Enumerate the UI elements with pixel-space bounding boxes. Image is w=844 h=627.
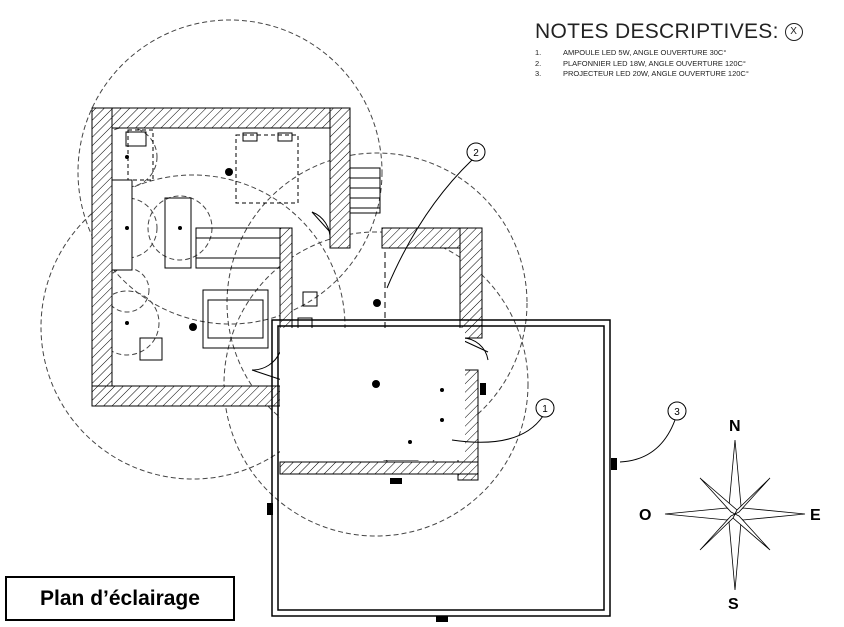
notes-badge: X	[784, 23, 803, 41]
wall	[91, 107, 113, 407]
wall	[459, 227, 483, 339]
callout-2	[466, 142, 486, 162]
light-point	[372, 380, 380, 388]
coverage-circle	[96, 126, 158, 188]
interior-lines	[111, 128, 461, 461]
note-item: 1.AMPOULE LED 5W, ANGLE OUVERTURE 30C°	[535, 48, 727, 57]
wardrobe	[127, 129, 154, 181]
projector	[611, 458, 617, 470]
compass-east: E	[810, 507, 821, 524]
door	[311, 211, 331, 241]
coverage-circle	[223, 231, 529, 537]
light-point	[125, 321, 129, 325]
light-point	[125, 226, 129, 230]
note-item: 3.PROJECTEUR LED 20W, ANGLE OUVERTURE 12…	[535, 69, 749, 78]
light-point	[373, 299, 381, 307]
door	[251, 369, 283, 381]
callout-markers	[466, 142, 687, 421]
light-point	[440, 388, 444, 392]
compass-south: S	[728, 596, 739, 613]
sofa-inner	[207, 299, 264, 339]
corridor	[195, 227, 281, 269]
callout-2-label: 2	[473, 148, 479, 159]
switch-box	[302, 291, 318, 307]
light-point	[225, 168, 233, 176]
notes-list: 1.AMPOULE LED 5W, ANGLE OUVERTURE 30C° 2…	[535, 48, 803, 80]
wall	[91, 107, 351, 129]
coverage-circle	[40, 174, 346, 480]
callout-leaders	[386, 159, 676, 463]
compass-rose	[664, 439, 806, 591]
plan-title: Plan d’éclairage	[5, 576, 235, 621]
wall	[91, 385, 281, 407]
wall	[279, 461, 479, 475]
light-point	[178, 226, 182, 230]
callout-3	[667, 401, 687, 421]
callout-1	[535, 398, 555, 418]
notes-title-text: NOTES DESCRIPTIVES:	[535, 20, 779, 43]
kitchen-counter	[384, 247, 461, 339]
wall	[111, 179, 133, 271]
light-point	[125, 155, 129, 159]
door-frame	[139, 337, 163, 361]
projector	[480, 383, 486, 395]
compass-west: O	[639, 507, 652, 524]
pillow	[277, 132, 293, 142]
descriptive-notes: NOTES DESCRIPTIVES: X 1.AMPOULE LED 5W, …	[535, 20, 803, 80]
light-point	[408, 440, 412, 444]
light-fixtures	[125, 155, 617, 622]
projector	[390, 478, 402, 484]
sofa	[202, 289, 269, 349]
callout-1-label: 1	[542, 404, 548, 415]
coverage-circle	[77, 19, 383, 325]
note-item: 2.PLAFONNIER LED 18W, ANGLE OUVERTURE 12…	[535, 58, 746, 68]
projector	[436, 616, 448, 622]
notes-title: NOTES DESCRIPTIVES: X	[535, 20, 803, 44]
door	[461, 337, 489, 361]
callout-3-label: 3	[674, 407, 680, 418]
bathroom-fixture	[164, 197, 192, 269]
window	[125, 131, 147, 147]
light-point	[189, 323, 197, 331]
stair	[349, 167, 381, 214]
compass-north: N	[729, 418, 741, 435]
projector	[267, 503, 273, 515]
coverage-circle	[96, 197, 158, 259]
light-point	[440, 418, 444, 422]
bed	[235, 134, 299, 204]
wall	[329, 107, 351, 249]
pillow	[242, 132, 258, 142]
